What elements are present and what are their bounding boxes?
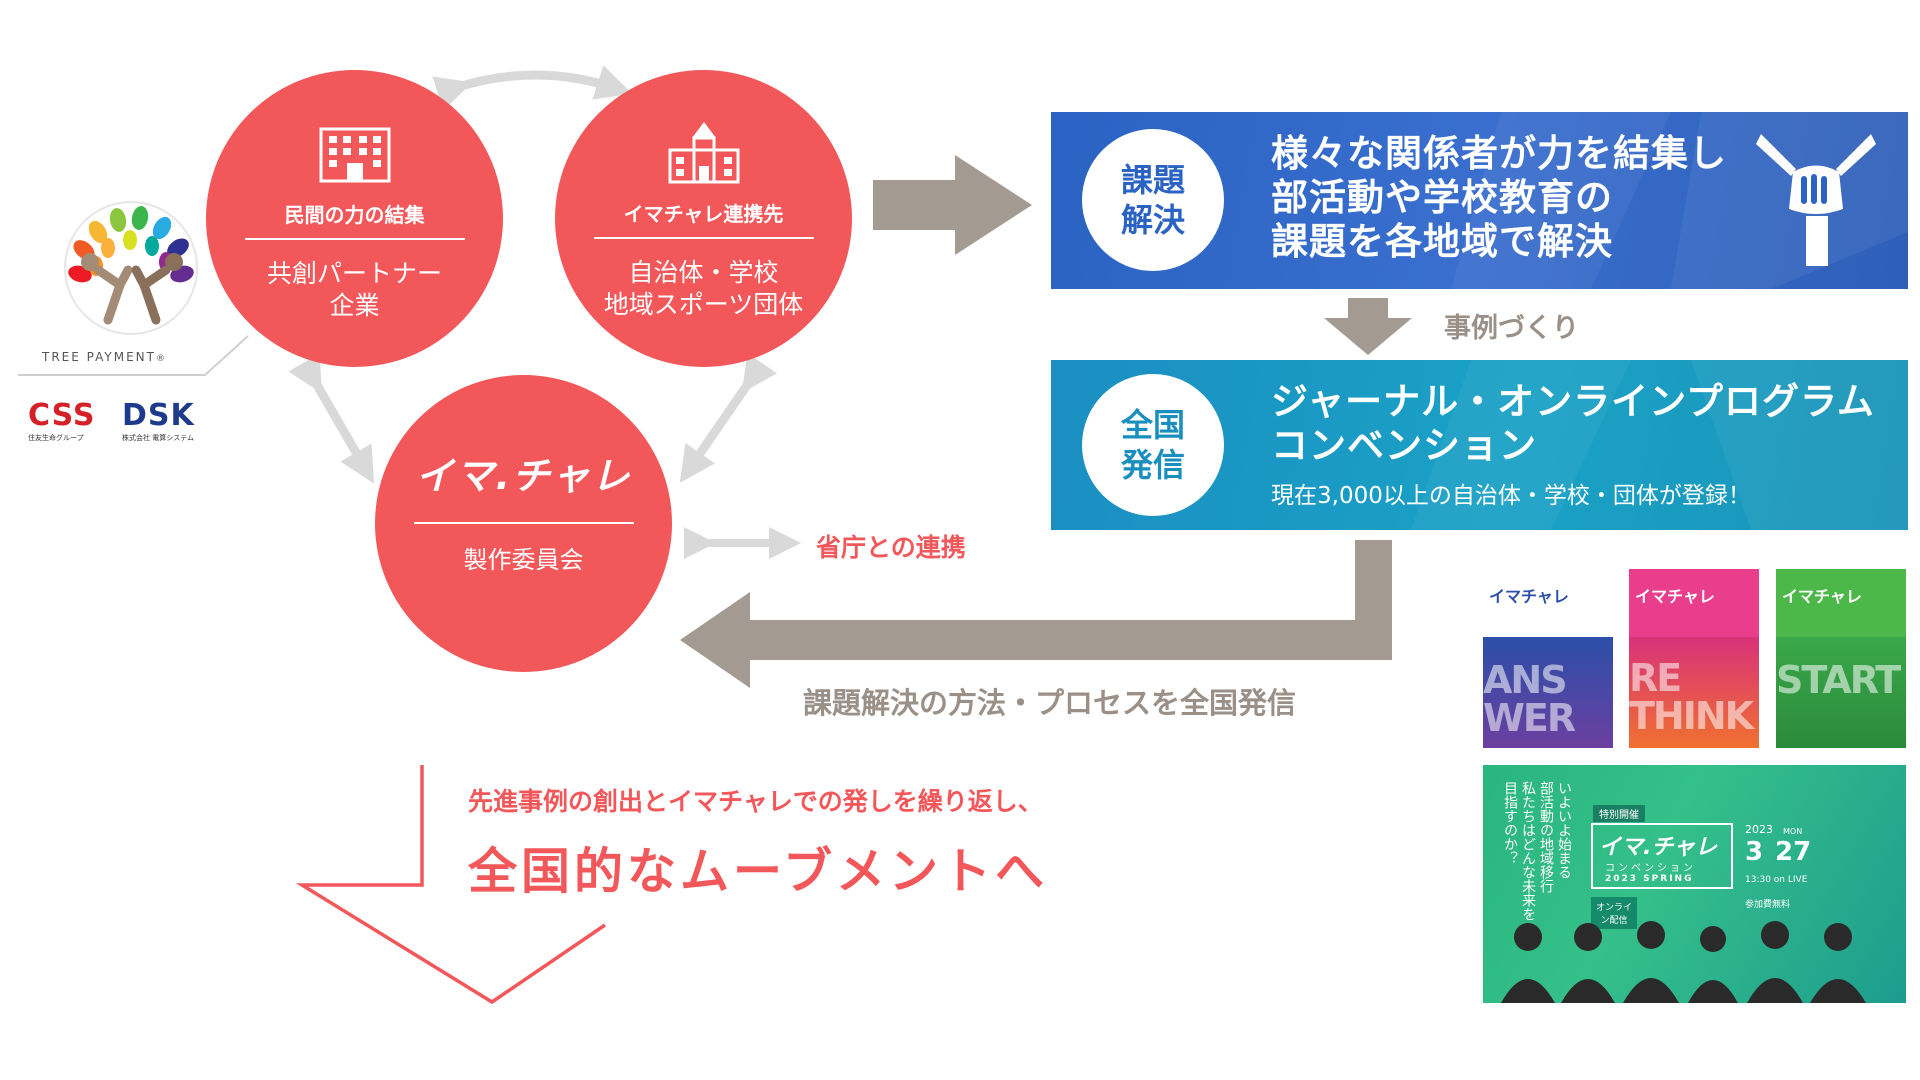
tree-payment-caption: TREE PAYMENT xyxy=(42,350,156,364)
tree-icon xyxy=(64,201,198,335)
right-double-arrow xyxy=(679,352,778,483)
return-gray-arrow xyxy=(680,540,1392,688)
tree-payment-logo: TREE PAYMENT® xyxy=(28,190,238,370)
private-circle-title: 民間の力の結集 xyxy=(284,203,425,227)
problem-solving-banner: 課題 解決 様々な関係者が力を結集し 部活動や学校教育の 課題を各地域で解決 xyxy=(1051,112,1908,289)
css-logo-text: CSS xyxy=(28,398,96,433)
right-gray-arrow xyxy=(873,155,1032,255)
poster-fee: 参加費無料 xyxy=(1745,900,1791,910)
journal-2-big: RE THINK xyxy=(1629,656,1754,738)
journal-3-logo: イマチャレ xyxy=(1782,587,1862,606)
national-banner: 全国 発信 ジャーナル・オンラインプログラム コンベンション 現在3,000以上… xyxy=(1051,360,1908,530)
poster-online: オンライン配信 xyxy=(1591,897,1637,929)
convention-poster: いよいよ始まる 部活動の地域移行 私たちはどんな未来を 目指すのか？ 特別開催 … xyxy=(1483,765,1906,1003)
css-logo: CSS 住友生命グループ xyxy=(28,398,108,443)
national-text: ジャーナル・オンラインプログラム コンベンション xyxy=(1271,380,1875,468)
movement-line-2: 全国的なムーブメントへ xyxy=(468,843,1049,900)
poster-day: 27 xyxy=(1775,837,1812,867)
journal-cover-2: イマチャレ RE THINK xyxy=(1629,569,1759,748)
problem-solving-text: 様々な関係者が力を結集し 部活動や学校教育の 課題を各地域で解決 xyxy=(1271,132,1727,264)
journal-3-big: START xyxy=(1776,658,1901,702)
poster-year: 2023 xyxy=(1745,823,1773,836)
committee-circle: イマ.チャレ 製作委員会 xyxy=(375,375,672,672)
imachalle-logo: イマ.チャレ xyxy=(415,454,632,498)
partners-circle-line1: 自治体・学校 xyxy=(628,258,779,287)
problem-badge-line1: 課題 xyxy=(1120,161,1185,199)
registered-mark: ® xyxy=(155,354,167,364)
poster-logo: イマ.チャレ xyxy=(1599,835,1718,860)
private-circle-line2: 企業 xyxy=(329,291,380,320)
poster-time: 13:30 on LIVE xyxy=(1745,875,1808,885)
banner-pattern-2 xyxy=(1411,360,1908,530)
problem-solving-badge: 課題 解決 xyxy=(1082,129,1224,271)
office-building-icon xyxy=(319,127,390,183)
joined-hands-icon xyxy=(1756,134,1876,266)
dsk-logo-text: DSK xyxy=(122,398,195,433)
poster-vertical-text: いよいよ始まる 部活動の地域移行 私たちはどんな未来を 目指すのか？ xyxy=(1501,781,1573,921)
journal-cover-1: イマチャレ ANS WER xyxy=(1483,569,1613,748)
problem-line-1: 様々な関係者が力を結集し xyxy=(1271,132,1727,175)
national-badge-line2: 発信 xyxy=(1120,446,1185,484)
poster-vtext-2: 部活動の地域移行 xyxy=(1538,781,1554,893)
movement-arrow-outline xyxy=(295,765,606,1005)
logo-underline xyxy=(18,335,249,376)
top-double-arrow xyxy=(432,65,633,111)
poster-vtext-3: 私たちはどんな未来を xyxy=(1520,781,1536,921)
partners-circle-title: イマチャレ連携先 xyxy=(623,202,784,226)
ministry-link-label: 省庁との連携 xyxy=(816,533,966,562)
private-power-circle: 民間の力の結集 共創パートナー 企業 xyxy=(206,70,503,367)
poster-vtext-4: 目指すのか？ xyxy=(1502,781,1518,865)
poster-kana: コンベンション xyxy=(1605,863,1696,874)
journal-2-logo: イマチャレ xyxy=(1635,587,1715,606)
national-sub: 現在3,000以上の自治体・学校・団体が登録！ xyxy=(1271,483,1751,509)
poster-main-box: イマ.チャレ コンベンション 2023 SPRING xyxy=(1591,823,1733,889)
movement-line-1: 先進事例の創出とイマチャレでの発しを繰り返し、 xyxy=(468,787,1043,816)
dsk-logo-sub: 株式会社 電算システム xyxy=(122,434,195,442)
national-badge: 全国 発信 xyxy=(1082,374,1224,516)
private-circle-line1: 共創パートナー xyxy=(266,259,442,288)
journal-1-big: ANS WER xyxy=(1483,658,1576,740)
case-making-label: 事例づくり xyxy=(1444,313,1579,344)
poster-tag: 特別開催 xyxy=(1593,805,1645,822)
journal-cover-3: イマチャレ START xyxy=(1776,569,1906,748)
committee-circle-body: 製作委員会 xyxy=(463,546,584,574)
poster-speakers xyxy=(1501,921,1866,1003)
poster-vtext-1: いよいよ始まる xyxy=(1556,781,1572,879)
private-circle-rule xyxy=(244,238,465,240)
problem-badge-line2: 解決 xyxy=(1120,201,1185,239)
left-double-arrow xyxy=(288,353,375,484)
problem-line-2: 部活動や学校教育の xyxy=(1271,176,1613,219)
css-logo-sub: 住友生命グループ xyxy=(28,434,84,442)
poster-season: 2023 SPRING xyxy=(1605,874,1694,884)
partners-circle: イマチャレ連携先 自治体・学校 地域スポーツ団体 xyxy=(555,70,852,367)
return-label: 課題解決の方法・プロセスを全国発信 xyxy=(803,686,1297,720)
committee-circle-rule xyxy=(413,522,634,524)
poster-month: 3 xyxy=(1745,837,1764,867)
national-line-1: ジャーナル・オンラインプログラム xyxy=(1271,380,1875,423)
journal-1-logo: イマチャレ xyxy=(1489,587,1569,606)
partners-circle-rule xyxy=(593,237,814,239)
down-gray-arrow xyxy=(1324,298,1412,355)
national-line-2: コンベンション xyxy=(1271,424,1537,467)
poster-dow: MON xyxy=(1783,827,1803,836)
national-badge-line1: 全国 xyxy=(1120,406,1185,444)
partners-circle-line2: 地域スポーツ団体 xyxy=(603,290,804,319)
dsk-logo: DSK 株式会社 電算システム xyxy=(122,398,212,443)
problem-line-3: 課題を各地域で解決 xyxy=(1271,220,1613,263)
school-building-icon xyxy=(668,122,739,184)
